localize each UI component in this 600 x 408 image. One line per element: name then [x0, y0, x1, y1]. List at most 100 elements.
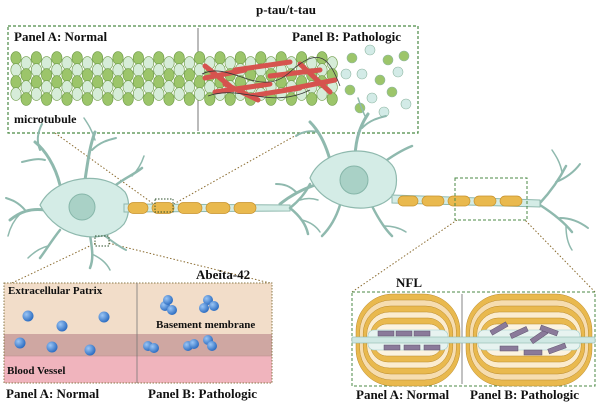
neurofilaments — [377, 321, 567, 356]
tubulin-subunit — [61, 80, 73, 94]
amyloid-particle — [56, 320, 68, 332]
tubulin-subunit — [71, 63, 83, 77]
myelin-sheath — [421, 195, 445, 207]
tubulin-subunit — [153, 51, 165, 65]
tubulin-subunit — [173, 87, 185, 101]
tubulin-free — [356, 68, 368, 80]
amyloid-aggregate — [209, 301, 219, 311]
tubulin-subunit — [41, 68, 53, 82]
dendrite — [357, 97, 367, 119]
amyloid-particle — [84, 344, 96, 356]
tubulin-subunit — [20, 68, 32, 82]
dendrite — [91, 137, 117, 151]
abeta-panel-border — [3, 282, 273, 384]
microtubule-panel-b-label: Panel B: Pathologic — [292, 29, 402, 44]
amyloid-aggregate — [167, 305, 177, 315]
tubulin-subunit — [122, 80, 134, 94]
dendrite — [88, 233, 94, 270]
tubulin-subunit — [183, 80, 195, 94]
amyloid-aggregate — [189, 339, 199, 349]
microtubule-panel — [7, 25, 419, 134]
myelin-sheath — [177, 202, 203, 214]
tubulin-subunit — [41, 56, 53, 70]
tubulin-subunit — [102, 68, 114, 82]
tubulin-subunit — [30, 87, 42, 101]
tau-rod — [297, 61, 333, 95]
tubulin-subunit — [173, 75, 185, 89]
tau-rod — [267, 67, 323, 79]
myelin-sheath — [127, 202, 149, 214]
tubulin-subunit — [326, 56, 338, 70]
tubulin-subunit — [316, 51, 328, 65]
dissociated-tubulin — [340, 44, 412, 118]
myelin-sheath — [397, 195, 419, 207]
amyloid-particle — [14, 337, 26, 349]
tubulin-subunit — [194, 51, 206, 65]
tubulin-subunit — [10, 75, 22, 89]
tubulin-subunit — [163, 92, 175, 106]
zoom-box-nfl — [454, 177, 528, 221]
tubulin-free — [364, 44, 376, 56]
dendrite — [27, 245, 49, 259]
neurofilament-normal — [383, 344, 401, 351]
dendrite — [538, 203, 574, 234]
tubulin-subunit — [92, 75, 104, 89]
tubulin-subunit — [112, 63, 124, 77]
tubulin-subunit — [234, 51, 246, 65]
tubulin-subunit — [51, 51, 63, 65]
tubulin-subunit — [306, 92, 318, 106]
tubulin-free — [392, 66, 404, 78]
tubulin-subunit — [122, 92, 134, 106]
tubulin-subunit — [183, 92, 195, 106]
nfl-panel-a-label: Panel A: Normal — [356, 387, 450, 402]
abeta-panel-a-label: Panel A: Normal — [6, 386, 100, 401]
neurofilament-normal — [395, 330, 413, 337]
dendrite — [36, 123, 43, 151]
tubulin-subunit — [20, 92, 32, 106]
nucleus-right — [339, 165, 369, 195]
tau-rod — [232, 59, 293, 73]
dendrite — [383, 225, 407, 233]
neurofilament-pathologic — [499, 345, 519, 352]
tubulin-subunit — [224, 92, 236, 106]
tubulin-free — [340, 68, 352, 80]
tubulin-free — [400, 98, 412, 110]
tubulin-free — [398, 50, 410, 62]
tubulin-subunit — [112, 51, 124, 65]
tubulin-subunit — [61, 68, 73, 82]
abeta-panel-b-label: Panel B: Pathologic — [148, 386, 258, 401]
myelin-sheath — [499, 195, 523, 207]
tubulin-subunit — [51, 63, 63, 77]
myelin-sheath — [447, 195, 471, 207]
tubulin-subunit — [122, 56, 134, 70]
tubulin-subunit — [112, 75, 124, 89]
abeta-title: Abeita-42 — [196, 267, 251, 282]
dendrite — [38, 228, 62, 260]
dendrite — [320, 203, 342, 238]
amyloid-particle — [46, 341, 58, 353]
amyloid-beta-particles — [14, 295, 219, 356]
neuron-left — [5, 117, 291, 271]
tubulin-free — [382, 54, 394, 66]
myelin-sheath — [151, 202, 175, 214]
neurofilament-normal — [377, 330, 395, 337]
tubulin-subunit — [51, 75, 63, 89]
tubulin-subunit — [81, 80, 93, 94]
tubulin-subunit — [143, 80, 155, 94]
tubulin-subunit — [71, 51, 83, 65]
tubulin-subunit — [81, 92, 93, 106]
tubulin-subunit — [10, 51, 22, 65]
tubulin-subunit — [122, 68, 134, 82]
amyloid-aggregate — [149, 343, 159, 353]
dendrite — [559, 217, 589, 229]
dendrite — [288, 182, 312, 210]
tubulin-subunit — [81, 68, 93, 82]
tubulin-subunit — [61, 56, 73, 70]
neurofilament-normal — [413, 330, 431, 337]
dendrite — [5, 197, 26, 211]
blood-vessel-layer — [4, 356, 272, 383]
dendrite — [555, 163, 581, 183]
amyloid-aggregate — [163, 295, 173, 305]
tau-rod — [282, 77, 338, 93]
